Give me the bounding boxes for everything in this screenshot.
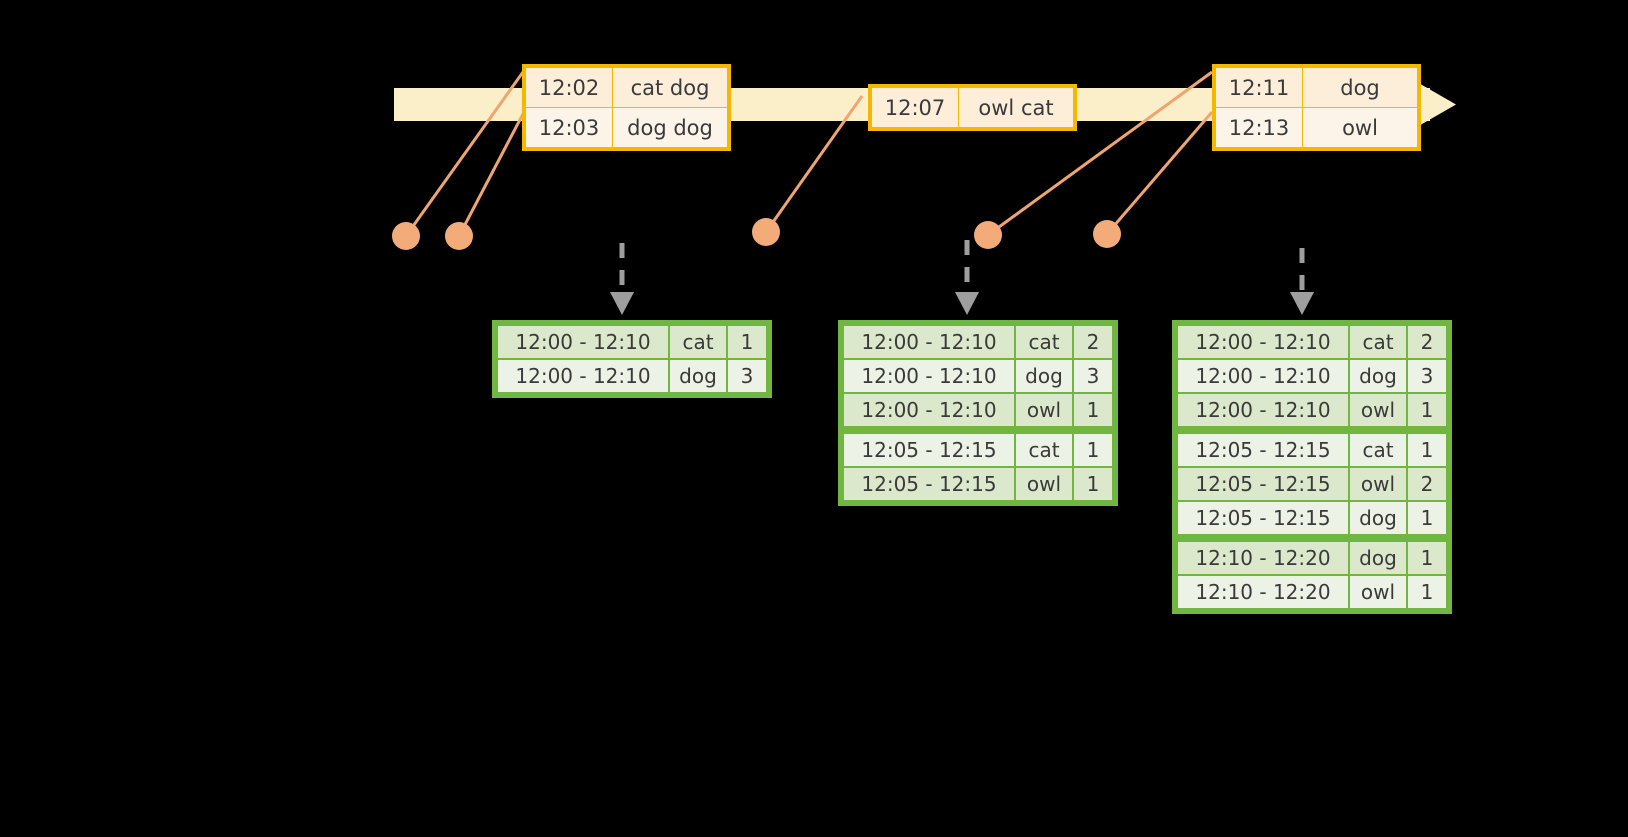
result-window: 12:00 - 12:10 xyxy=(844,326,1014,358)
event-words: owl cat xyxy=(958,87,1074,128)
result-table-3[interactable]: 12:00 - 12:10 cat 2 12:00 - 12:10 dog 3 … xyxy=(1172,320,1452,614)
result-key: dog xyxy=(670,360,726,392)
result-window: 12:00 - 12:10 xyxy=(1178,360,1348,392)
result-window: 12:00 - 12:10 xyxy=(844,394,1014,426)
result-key: owl xyxy=(1350,394,1406,426)
table-row[interactable]: 12:05 - 12:15 cat 1 xyxy=(844,434,1112,466)
connector-dot-3 xyxy=(752,218,780,246)
connector-dot-1 xyxy=(392,222,420,250)
table-row[interactable]: 12:00 - 12:10 owl 1 xyxy=(844,394,1112,426)
result-count: 1 xyxy=(1408,576,1446,608)
table-row[interactable]: 12:05 - 12:15 dog 1 xyxy=(1178,502,1446,534)
event-words: cat dog xyxy=(612,67,728,108)
result-count: 1 xyxy=(1074,394,1112,426)
group-separator xyxy=(1178,428,1446,432)
event-time: 12:03 xyxy=(525,107,613,148)
result-count: 1 xyxy=(728,326,766,358)
result-count: 1 xyxy=(1408,434,1446,466)
result-window: 12:05 - 12:15 xyxy=(1178,502,1348,534)
event-row[interactable]: 12:07 owl cat xyxy=(871,87,1074,128)
event-row[interactable]: 12:11 dog xyxy=(1215,67,1418,108)
event-time: 12:11 xyxy=(1215,67,1303,108)
result-window: 12:05 - 12:15 xyxy=(844,468,1014,500)
result-key: cat xyxy=(1016,326,1072,358)
table-row[interactable]: 12:10 - 12:20 dog 1 xyxy=(1178,542,1446,574)
event-group-3[interactable]: 12:11 dog 12:13 owl xyxy=(1212,64,1421,151)
result-table-2[interactable]: 12:00 - 12:10 cat 2 12:00 - 12:10 dog 3 … xyxy=(838,320,1118,506)
result-count: 1 xyxy=(1074,468,1112,500)
table-row[interactable]: 12:10 - 12:20 owl 1 xyxy=(1178,576,1446,608)
table-row[interactable]: 12:00 - 12:10 dog 3 xyxy=(1178,360,1446,392)
result-key: cat xyxy=(1350,326,1406,358)
connector-dot-5 xyxy=(1093,220,1121,248)
result-key: owl xyxy=(1350,576,1406,608)
table-row[interactable]: 12:00 - 12:10 cat 1 xyxy=(498,326,766,358)
event-row[interactable]: 12:02 cat dog xyxy=(525,67,728,108)
result-count: 2 xyxy=(1074,326,1112,358)
table-row[interactable]: 12:00 - 12:10 dog 3 xyxy=(498,360,766,392)
table-row[interactable]: 12:05 - 12:15 owl 1 xyxy=(844,468,1112,500)
result-count: 3 xyxy=(1074,360,1112,392)
result-key: owl xyxy=(1016,394,1072,426)
result-window: 12:00 - 12:10 xyxy=(498,360,668,392)
event-row[interactable]: 12:03 dog dog xyxy=(525,107,728,148)
event-words: dog dog xyxy=(612,107,728,148)
event-time: 12:02 xyxy=(525,67,613,108)
result-window: 12:05 - 12:15 xyxy=(1178,468,1348,500)
result-count: 3 xyxy=(1408,360,1446,392)
flow-arrows xyxy=(610,240,1314,315)
result-count: 1 xyxy=(1408,542,1446,574)
result-count: 3 xyxy=(728,360,766,392)
result-count: 1 xyxy=(1408,394,1446,426)
table-row[interactable]: 12:05 - 12:15 cat 1 xyxy=(1178,434,1446,466)
connector-dot-4 xyxy=(974,221,1002,249)
group-separator xyxy=(1178,536,1446,540)
result-key: owl xyxy=(1350,468,1406,500)
result-count: 2 xyxy=(1408,326,1446,358)
result-key: cat xyxy=(1016,434,1072,466)
table-row[interactable]: 12:00 - 12:10 dog 3 xyxy=(844,360,1112,392)
connector-dot-2 xyxy=(445,222,473,250)
result-key: cat xyxy=(1350,434,1406,466)
result-count: 1 xyxy=(1074,434,1112,466)
table-row[interactable]: 12:05 - 12:15 owl 2 xyxy=(1178,468,1446,500)
result-count: 1 xyxy=(1408,502,1446,534)
result-window: 12:00 - 12:10 xyxy=(1178,394,1348,426)
result-window: 12:10 - 12:20 xyxy=(1178,576,1348,608)
group-separator xyxy=(844,428,1112,432)
connector-line-2 xyxy=(457,111,526,237)
result-key: dog xyxy=(1350,502,1406,534)
connector-line-3 xyxy=(764,95,864,233)
connector-line-1 xyxy=(404,71,525,237)
event-words: owl xyxy=(1302,107,1418,148)
result-window: 12:05 - 12:15 xyxy=(844,434,1014,466)
result-table-1[interactable]: 12:00 - 12:10 cat 1 12:00 - 12:10 dog 3 xyxy=(492,320,772,398)
connector-line-5 xyxy=(1105,111,1214,235)
event-words: dog xyxy=(1302,67,1418,108)
event-time: 12:07 xyxy=(871,87,959,128)
result-key: dog xyxy=(1016,360,1072,392)
result-key: cat xyxy=(670,326,726,358)
result-window: 12:10 - 12:20 xyxy=(1178,542,1348,574)
result-count: 2 xyxy=(1408,468,1446,500)
result-window: 12:00 - 12:10 xyxy=(1178,326,1348,358)
connector-dots xyxy=(392,218,1121,250)
event-group-1[interactable]: 12:02 cat dog 12:03 dog dog xyxy=(522,64,731,151)
result-key: dog xyxy=(1350,360,1406,392)
table-row[interactable]: 12:00 - 12:10 cat 2 xyxy=(1178,326,1446,358)
event-row[interactable]: 12:13 owl xyxy=(1215,107,1418,148)
table-row[interactable]: 12:00 - 12:10 owl 1 xyxy=(1178,394,1446,426)
table-row[interactable]: 12:00 - 12:10 cat 2 xyxy=(844,326,1112,358)
result-key: dog xyxy=(1350,542,1406,574)
event-group-2[interactable]: 12:07 owl cat xyxy=(868,84,1077,131)
result-window: 12:00 - 12:10 xyxy=(844,360,1014,392)
result-key: owl xyxy=(1016,468,1072,500)
result-window: 12:05 - 12:15 xyxy=(1178,434,1348,466)
event-time: 12:13 xyxy=(1215,107,1303,148)
result-window: 12:00 - 12:10 xyxy=(498,326,668,358)
